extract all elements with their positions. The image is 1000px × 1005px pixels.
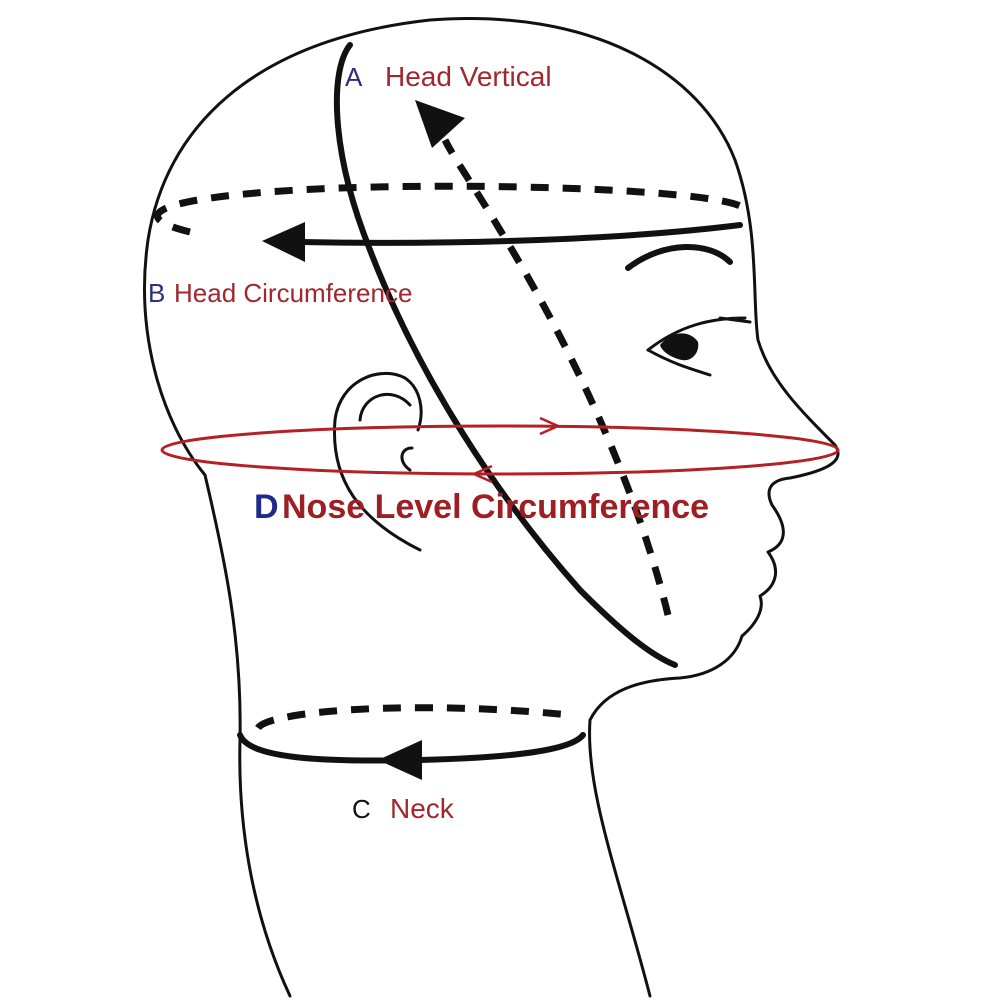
head-circumference-dashed-back [154,182,749,236]
eye-lower-lid [646,348,712,377]
nose-ring-arrow-bottom [470,464,493,484]
head-vertical-arc [333,42,678,668]
label-d-title: Nose Level Circumference [282,488,709,526]
eye-lash [718,316,752,324]
label-c-letter: C [352,794,371,824]
head-vertical-dashed-line [441,138,672,616]
label-a-title: Head Vertical [385,61,552,92]
label-a-letter: A [345,62,363,92]
head-profile-outline [143,17,840,998]
head-circumference-front-line [297,222,743,246]
label-d-letter: D [254,488,279,526]
head-circumference-arrowhead [262,222,305,262]
ear-inner-curl [400,446,414,472]
eyebrow [625,244,733,271]
head-vertical-arrowhead [415,100,465,148]
eye-iris [660,333,699,361]
ear-inner-fold [358,392,412,422]
label-c-title: Neck [390,793,455,824]
nose-ring-arrow-top [539,416,562,436]
eye-upper-lid [646,316,747,352]
neck-dashed-back [255,704,571,731]
label-b-title: Head Circumference [174,278,412,308]
ear-outline [332,372,423,552]
nose-level-ring [160,424,840,476]
neck-arrowhead [378,740,422,780]
label-b-letter: B [148,278,165,308]
